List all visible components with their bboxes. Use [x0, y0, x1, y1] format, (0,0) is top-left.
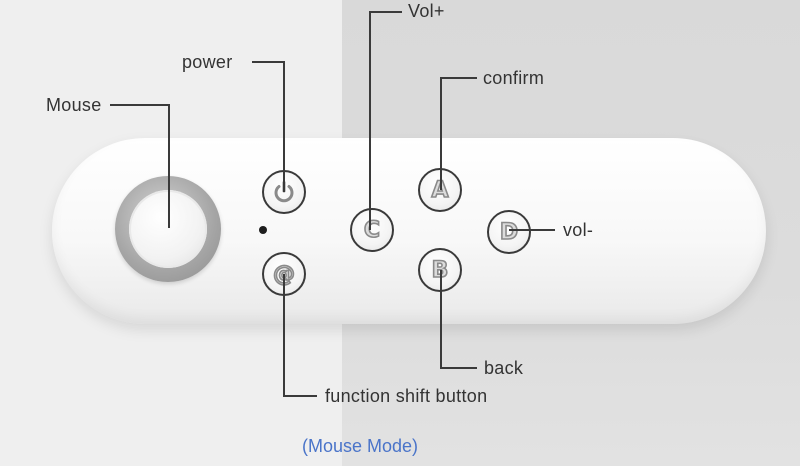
button-c: C — [350, 208, 394, 252]
leader-line-function-shift — [283, 274, 317, 397]
label-power: power — [182, 52, 233, 72]
leader-line-power — [252, 61, 285, 192]
label-back: back — [484, 358, 524, 378]
label-vol-minus: vol- — [563, 220, 594, 240]
leader-line-vol-plus — [369, 11, 402, 230]
label-confirm: confirm — [483, 68, 545, 88]
label-mouse: Mouse — [46, 95, 102, 115]
leader-line-back — [440, 270, 477, 369]
label-function-shift: function shift button — [325, 386, 488, 406]
button-d: D — [487, 210, 531, 254]
mode-caption: (Mouse Mode) — [302, 436, 419, 456]
label-vol-plus: Vol+ — [408, 1, 445, 21]
leader-line-mouse — [110, 104, 170, 228]
leader-line-confirm — [440, 77, 477, 190]
indicator-led — [259, 226, 267, 234]
